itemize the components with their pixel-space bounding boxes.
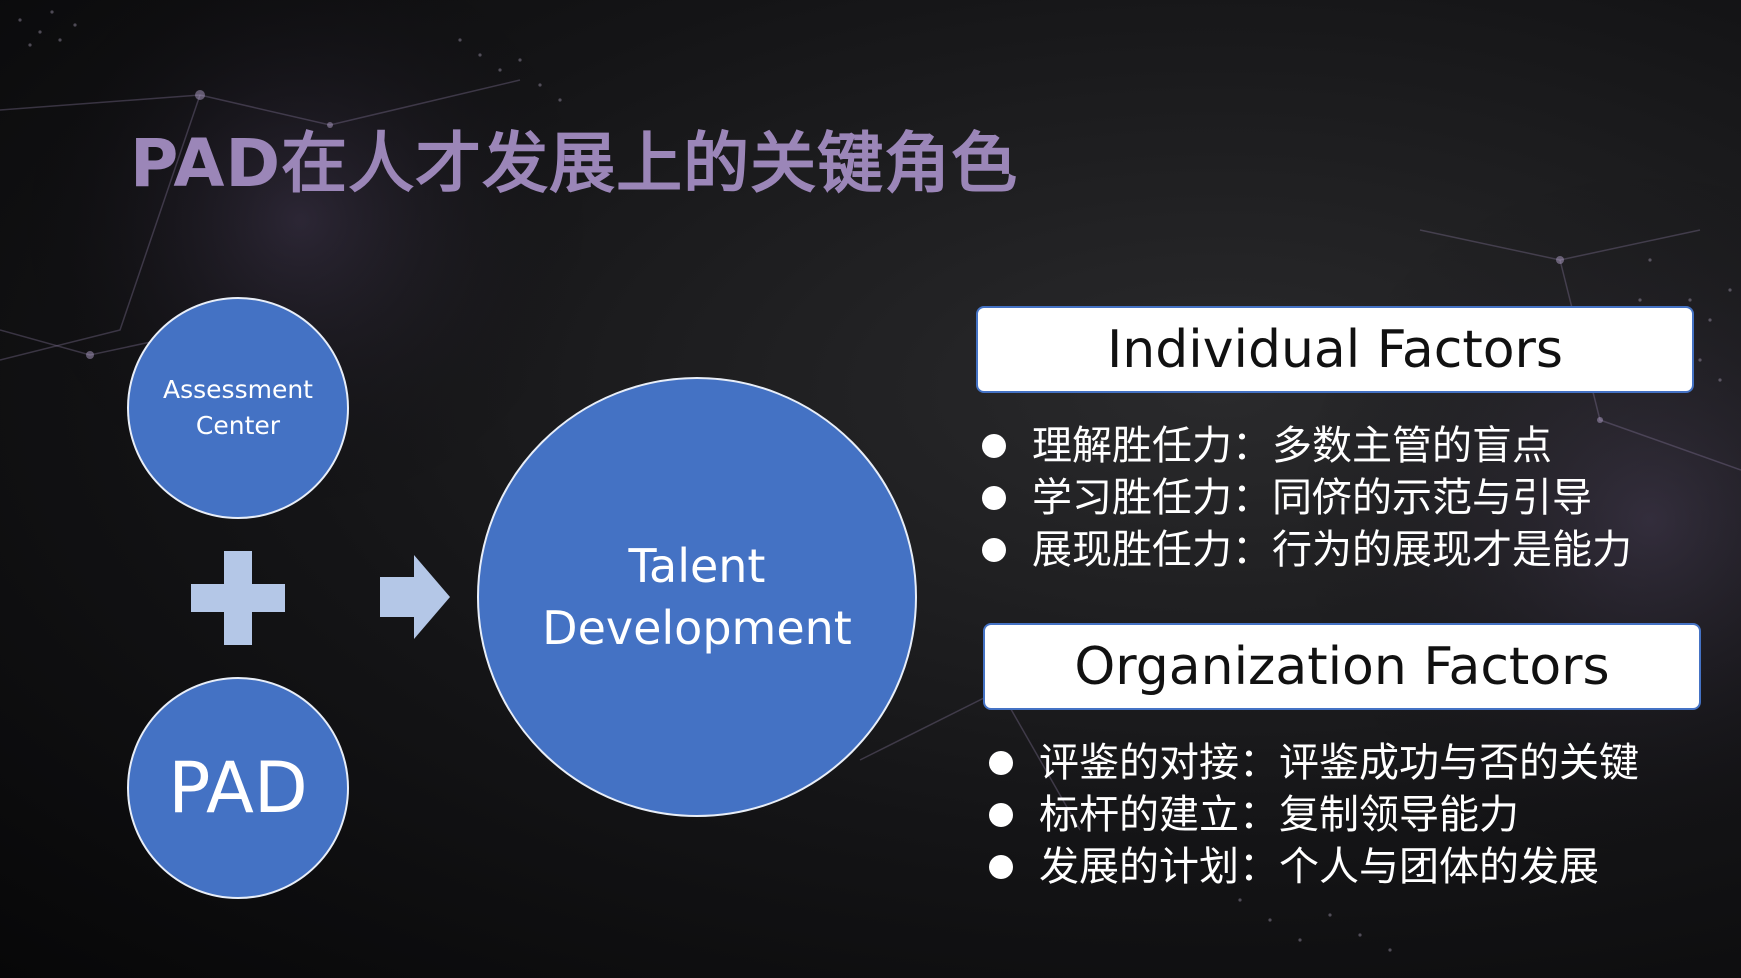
list-item: 学习胜任力：同侪的示范与引导 [978, 472, 1632, 524]
organization-factors-list: 评鉴的对接：评鉴成功与否的关键 标杆的建立：复制领导能力 发展的计划：个人与团体… [985, 737, 1639, 893]
individual-factors-header: Individual Factors [976, 306, 1694, 393]
talent-development-circle: Talent Development [477, 377, 917, 817]
list-item-text: 展现胜任力：行为的展现才是能力 [1032, 527, 1632, 573]
list-item-text: 理解胜任力：多数主管的盲点 [1032, 423, 1552, 469]
right-arrow-icon [380, 555, 450, 639]
bullet-icon [989, 751, 1013, 775]
individual-factors-list: 理解胜任力：多数主管的盲点 学习胜任力：同侪的示范与引导 展现胜任力：行为的展现… [978, 420, 1632, 576]
plus-icon [191, 551, 285, 645]
bullet-icon [982, 538, 1006, 562]
individual-factors-title: Individual Factors [1106, 319, 1564, 380]
list-item: 发展的计划：个人与团体的发展 [985, 841, 1639, 893]
organization-factors-header: Organization Factors [983, 623, 1701, 710]
slide-title: PAD在人才发展上的关键角色 [130, 125, 1019, 202]
bullet-icon [989, 855, 1013, 879]
bullet-icon [982, 486, 1006, 510]
organization-factors-title: Organization Factors [1074, 636, 1610, 697]
list-item-text: 发展的计划：个人与团体的发展 [1039, 844, 1599, 890]
list-item-text: 学习胜任力：同侪的示范与引导 [1032, 475, 1592, 521]
list-item: 评鉴的对接：评鉴成功与否的关键 [985, 737, 1639, 789]
assessment-center-circle: Assessment Center [127, 297, 349, 519]
bullet-icon [982, 434, 1006, 458]
assessment-center-label: Assessment Center [163, 375, 313, 440]
list-item: 展现胜任力：行为的展现才是能力 [978, 524, 1632, 576]
list-item-text: 标杆的建立：复制领导能力 [1039, 792, 1519, 838]
pad-circle: PAD [127, 677, 349, 899]
list-item: 理解胜任力：多数主管的盲点 [978, 420, 1632, 472]
bullet-icon [989, 803, 1013, 827]
talent-development-label: Talent Development [542, 539, 852, 655]
list-item: 标杆的建立：复制领导能力 [985, 789, 1639, 841]
pad-label: PAD [168, 747, 308, 829]
list-item-text: 评鉴的对接：评鉴成功与否的关键 [1039, 740, 1639, 786]
